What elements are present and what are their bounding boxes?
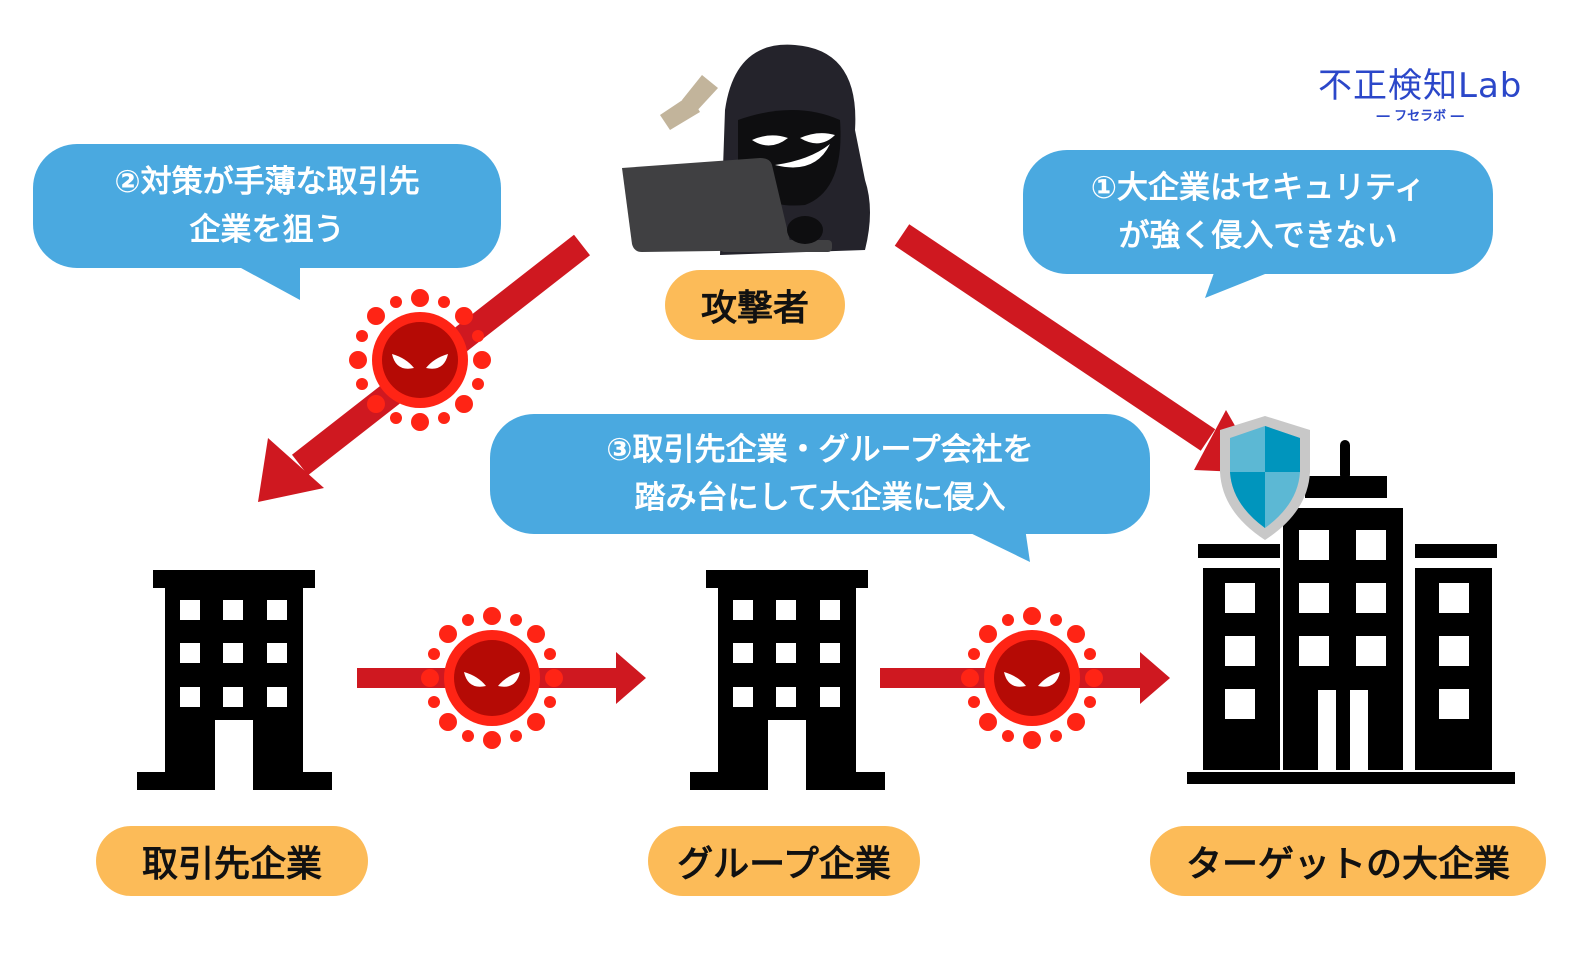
bubble-center-line1: ③取引先企業・グループ会社を — [606, 432, 1034, 468]
logo-subtitle: ― フセラボ ― — [1376, 109, 1464, 124]
speech-bubble-right: ①大企業はセキュリティ が強く侵入できない — [1023, 150, 1493, 274]
attacker-label-text: 攻撃者 — [700, 288, 809, 329]
building-icon — [690, 570, 885, 790]
bubble-center-line2: 踏み台にして大企業に侵入 — [634, 480, 1006, 516]
building-icon — [137, 570, 332, 790]
hacker-icon — [622, 44, 870, 256]
bubble-left-line1: ②対策が手薄な取引先 — [114, 164, 420, 200]
brand-logo: 不正検知Lab ― フセラボ ― — [1318, 58, 1522, 124]
partner-company-label-text: 取引先企業 — [141, 844, 322, 885]
partner-company-label: 取引先企業 — [96, 826, 368, 896]
arrow-to-target — [894, 224, 1262, 473]
bubble-right-line2: が強く侵入できない — [1118, 218, 1398, 254]
group-company-label-text: グループ企業 — [677, 844, 891, 885]
bubble-left-line2: 企業を狙う — [189, 212, 345, 248]
group-company-label: グループ企業 — [648, 826, 920, 896]
bubble-center-tail — [960, 528, 1030, 562]
logo-title: 不正検知Lab — [1318, 66, 1523, 106]
speech-bubble-left: ②対策が手薄な取引先 企業を狙う — [33, 144, 501, 268]
shield-icon — [1220, 416, 1310, 540]
speech-bubble-center: ③取引先企業・グループ会社を 踏み台にして大企業に侵入 — [490, 414, 1150, 534]
virus-icon — [349, 289, 491, 431]
virus-icon — [421, 607, 563, 749]
virus-icon — [961, 607, 1103, 749]
attacker-label: 攻撃者 — [665, 270, 845, 340]
large-building-icon — [1187, 440, 1515, 784]
bubble-left-tail — [230, 262, 300, 300]
bubble-right-line1: ①大企業はセキュリティ — [1090, 170, 1426, 206]
target-company-label: ターゲットの大企業 — [1150, 826, 1546, 896]
bubble-right-tail — [1205, 270, 1275, 298]
target-company-label-text: ターゲットの大企業 — [1185, 844, 1510, 885]
